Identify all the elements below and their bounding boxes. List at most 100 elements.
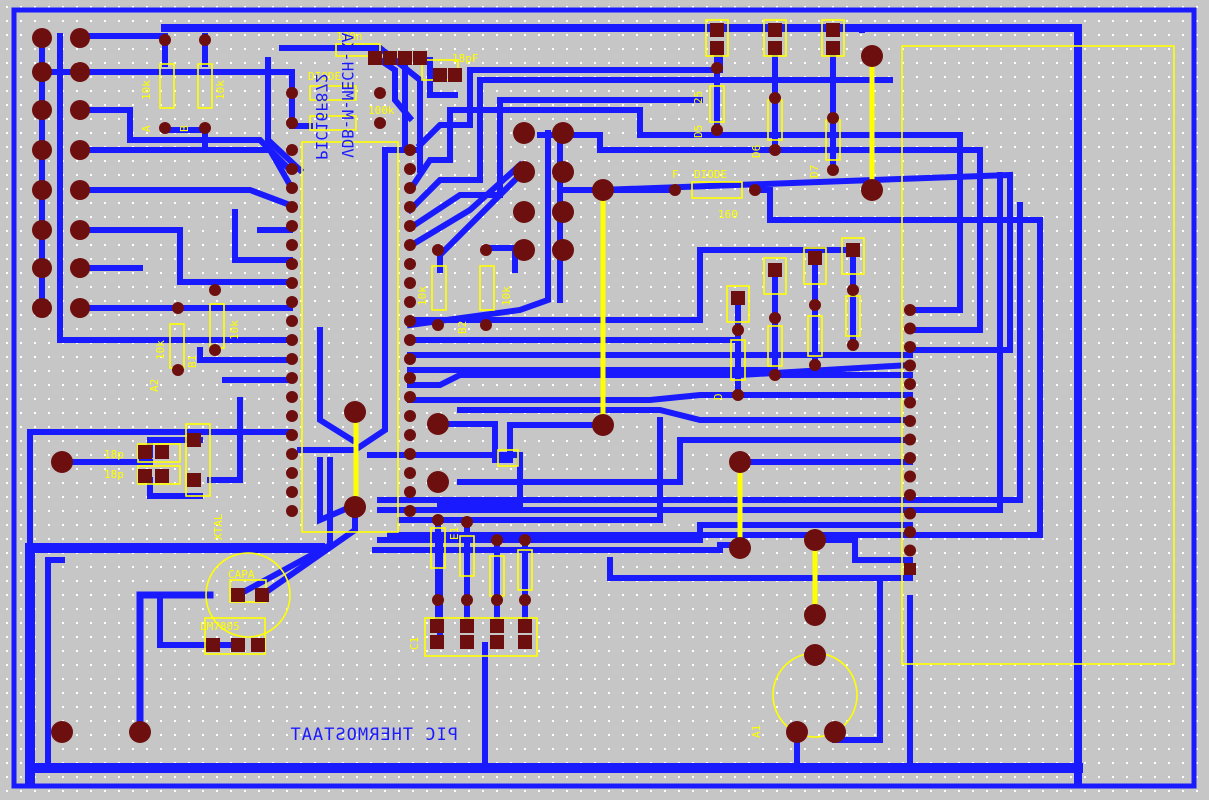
silk-led-d7	[821, 19, 845, 57]
label-10k-a: 10k	[140, 80, 153, 100]
trace-bus-f	[537, 132, 983, 333]
pad-round-70	[480, 244, 492, 256]
pad-square-108	[460, 619, 474, 633]
pad-round-30	[404, 258, 416, 270]
silk-led-d6	[763, 19, 787, 57]
pad-round-17	[286, 144, 298, 156]
pad-square-98	[155, 445, 169, 459]
label-ref-b1: B1	[186, 355, 199, 368]
pad-square-125	[251, 638, 265, 652]
silk-led-r3	[803, 247, 827, 285]
pad-round-14	[70, 258, 90, 278]
pad-round-36	[404, 315, 416, 327]
pad-round-55	[286, 505, 298, 517]
silk-res-b2-2	[479, 265, 495, 311]
pad-round-75	[827, 112, 839, 124]
chip-labels: PIC16F872 VDB-M-MECH-KAN	[312, 23, 357, 160]
pad-square-172	[904, 563, 916, 575]
pad-round-5	[32, 100, 52, 120]
pad-round-136	[513, 201, 535, 223]
label-xtal: XTAL	[212, 513, 225, 540]
silk-led-r2	[763, 257, 787, 295]
trace-bus-q	[435, 421, 513, 463]
label-100n: 100n	[336, 30, 363, 43]
label-diode: DIODE	[308, 70, 341, 83]
pad-round-45	[286, 410, 298, 422]
pad-round-10	[70, 180, 90, 200]
pad-round-48	[404, 429, 416, 441]
pad-square-124	[231, 638, 245, 652]
silk-led-r4	[841, 237, 865, 275]
silk-res-b	[197, 63, 213, 109]
pad-square-119	[808, 251, 822, 265]
pad-round-150	[804, 644, 826, 666]
trace-18p-b	[147, 477, 203, 499]
trace-bus-ae	[607, 557, 913, 581]
pad-round-28	[404, 239, 416, 251]
pad-round-69	[432, 244, 444, 256]
trace-chip-bot-3	[317, 457, 359, 525]
pad-round-168	[904, 489, 916, 501]
label-ref-b2: B2	[456, 321, 469, 334]
pad-round-95	[491, 594, 503, 606]
label-10k-b2-2: 10k	[500, 286, 513, 306]
pad-round-11	[32, 220, 52, 240]
pad-square-117	[731, 291, 745, 305]
pad-square-113	[826, 23, 840, 37]
trace-gnd-left	[45, 557, 65, 771]
pad-round-42	[404, 372, 416, 384]
pad-round-137	[552, 201, 574, 223]
silk-res-b2-1	[431, 265, 447, 311]
pad-round-161	[904, 359, 916, 372]
silk-c1-r1	[430, 527, 446, 569]
pad-square-121	[231, 588, 245, 602]
pad-round-49	[286, 448, 298, 460]
pad-round-19	[286, 163, 298, 175]
pad-round-162	[904, 378, 916, 390]
label-ref-d7: D7	[808, 165, 821, 178]
pad-round-6	[70, 100, 90, 120]
pad-round-78	[827, 164, 839, 176]
pad-round-44	[404, 391, 416, 403]
pad-square-116	[826, 41, 840, 55]
pad-round-64	[374, 117, 386, 129]
pad-round-167	[904, 470, 916, 483]
silk-chip-outline	[301, 141, 399, 533]
pad-round-154	[824, 721, 846, 743]
silk-res-r2	[767, 325, 783, 367]
pad-round-9	[32, 180, 52, 200]
chip-name: PIC16F872	[312, 73, 331, 160]
pad-round-37	[286, 334, 298, 346]
pad-round-31	[286, 277, 298, 289]
pad-round-52	[404, 467, 416, 479]
trace-bus-r	[507, 422, 603, 463]
pad-round-83	[809, 299, 821, 311]
pad-round-139	[552, 239, 574, 261]
silk-reg-body	[204, 617, 266, 655]
pad-round-58	[199, 34, 211, 46]
trace-xtal-1	[197, 347, 293, 363]
pad-round-33	[286, 296, 298, 308]
pad-round-85	[732, 389, 744, 401]
label-ref-d6: D6	[750, 145, 763, 158]
trace-conn-7	[75, 227, 293, 285]
pad-round-32	[404, 277, 416, 289]
silk-regulator-outline	[205, 552, 291, 638]
pad-round-1	[32, 28, 52, 48]
silk-cap-100n	[335, 43, 381, 57]
pad-square-99	[138, 469, 152, 483]
pad-square-123	[206, 638, 220, 652]
pad-round-51	[286, 467, 298, 479]
pad-round-143	[427, 471, 449, 493]
label-18p-1: 18p	[104, 448, 124, 461]
pad-round-91	[491, 534, 503, 546]
pad-round-59	[159, 122, 171, 134]
pad-square-107	[430, 619, 444, 633]
pad-round-157	[129, 721, 151, 743]
label-10k-b: 10k	[214, 80, 227, 100]
silk-diode-160	[691, 181, 743, 199]
chip-subtitle: VDB-M-MECH-KAN	[338, 23, 357, 158]
pad-round-82	[769, 312, 781, 324]
pad-round-13	[32, 258, 52, 278]
